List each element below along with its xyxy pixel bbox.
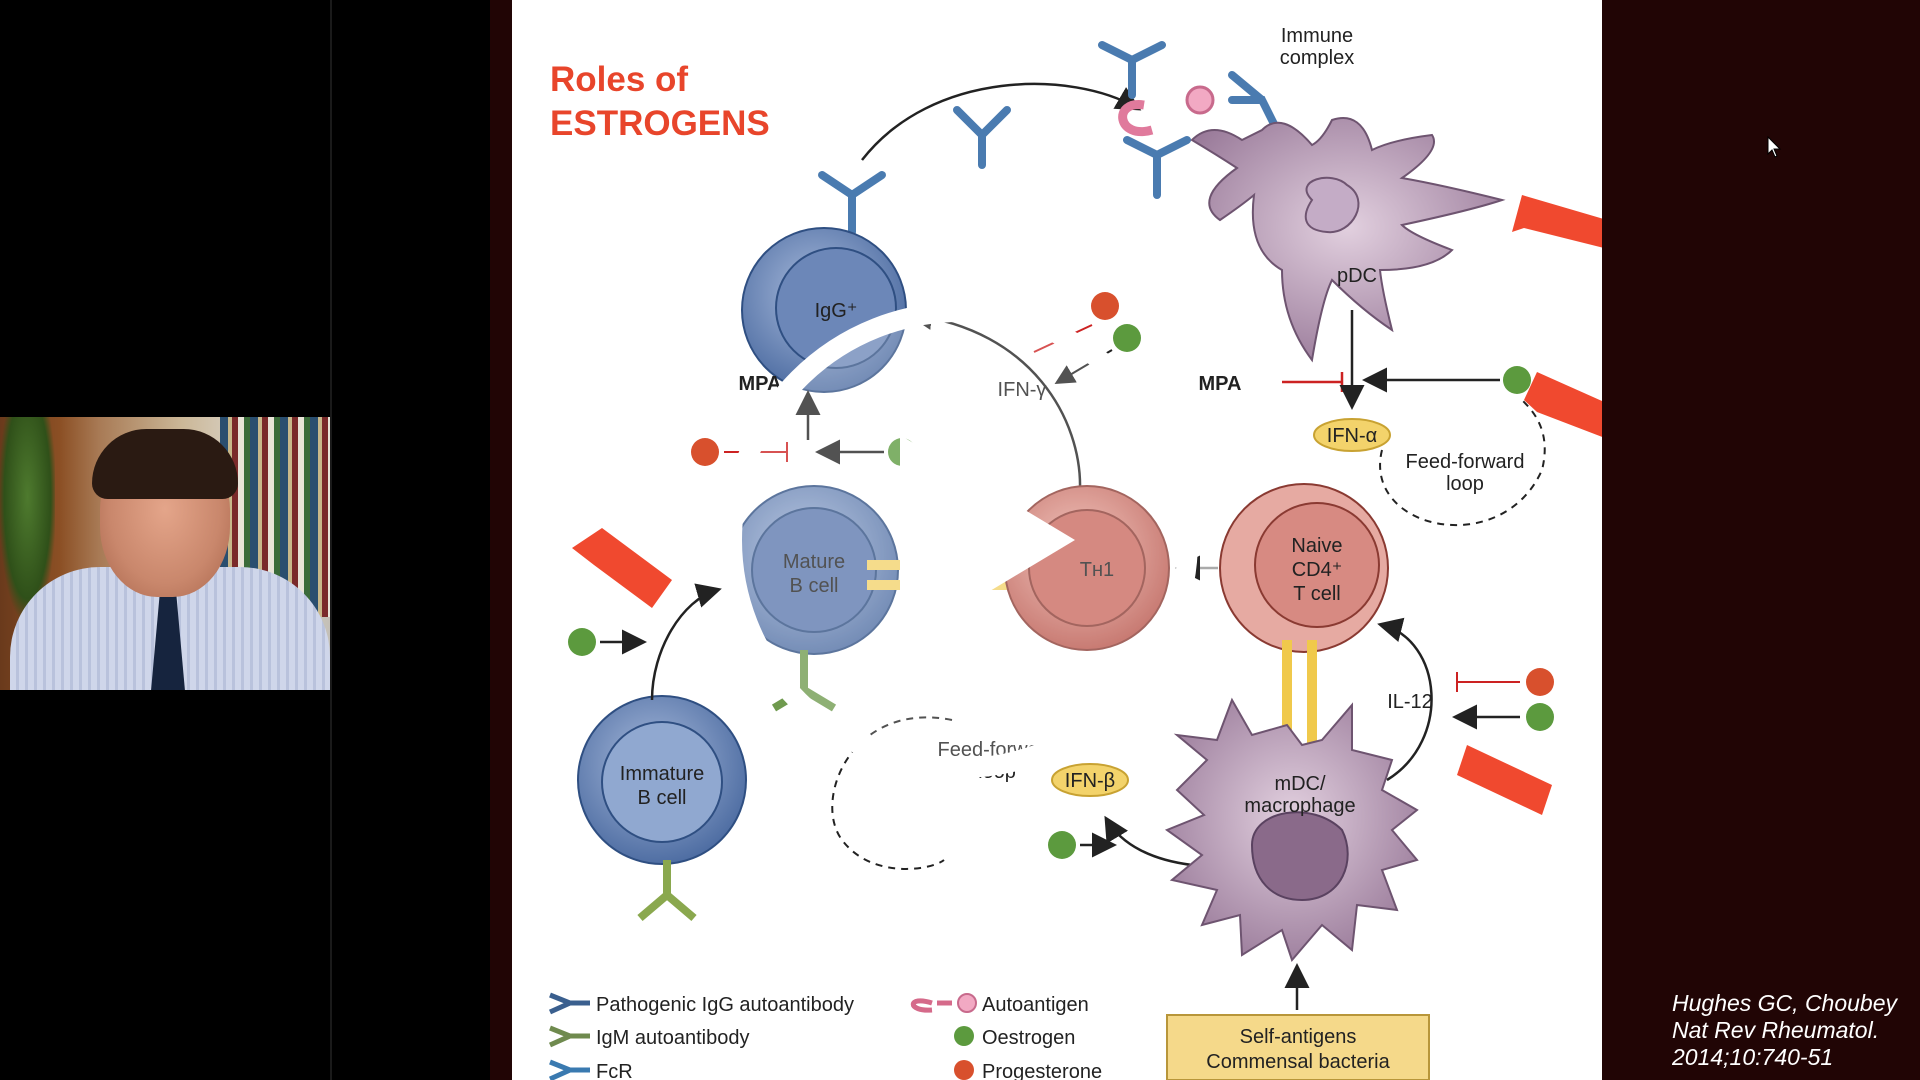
igg-label: IgG⁺ bbox=[815, 300, 858, 322]
citation-line-1: Hughes GC, Choubey bbox=[1672, 990, 1898, 1016]
oestrogen-marker-pdc bbox=[1503, 366, 1531, 394]
naive-label-2: CD4⁺ bbox=[1292, 559, 1343, 581]
legend-igg: Pathogenic IgG autoantibody bbox=[596, 994, 854, 1016]
ifn-beta-label: IFN-β bbox=[1065, 770, 1115, 792]
panel-divider bbox=[330, 0, 332, 1080]
legend-igm: IgM autoantibody bbox=[596, 1027, 749, 1049]
oestrogen-marker-bottom bbox=[1048, 831, 1076, 859]
ifn-gamma-label: IFN-γ bbox=[998, 379, 1047, 401]
progesterone-marker-right bbox=[1526, 668, 1554, 696]
naive-cd4-t-cell: Naive CD4⁺ T cell bbox=[1219, 483, 1389, 653]
naive-label-3: T cell bbox=[1293, 583, 1340, 605]
immature-b-cell: Immature B cell bbox=[577, 695, 747, 865]
mdc-macrophage-cell: mDC/ macrophage bbox=[1164, 697, 1419, 962]
self-antigens-box: Self-antigens Commensal bacteria bbox=[1166, 1014, 1430, 1080]
mature-label-1: Mature bbox=[783, 551, 845, 573]
mature-label-2: B cell bbox=[790, 575, 839, 597]
naive-label-1: Naive bbox=[1291, 535, 1342, 557]
pdc-label: pDC bbox=[1337, 265, 1377, 287]
immature-label-2: B cell bbox=[638, 787, 687, 809]
legend-autoantigen: Autoantigen bbox=[982, 994, 1089, 1016]
immune-complex-label-1: Immune bbox=[1281, 25, 1353, 47]
highlight-arrows bbox=[572, 195, 1602, 815]
arrow-igg-to-complex bbox=[861, 82, 1142, 161]
immune-complex-antibodies bbox=[818, 41, 1281, 236]
oestrogen-marker-top bbox=[1113, 324, 1141, 352]
ifn-alpha-label: IFN-α bbox=[1327, 425, 1377, 447]
mpa-text: MPA bbox=[1199, 373, 1242, 395]
citation-line-3: 2014;10:740-51 bbox=[1672, 1044, 1834, 1070]
autoantigen-shape bbox=[1118, 100, 1154, 137]
oestrogen-marker-right bbox=[1526, 703, 1554, 731]
feed-forward-label-1: Feed-forward bbox=[1406, 451, 1525, 473]
immature-label-1: Immature bbox=[620, 763, 704, 785]
feed-forward-label-2: loop bbox=[1446, 473, 1484, 495]
presentation-slide: Roles of ESTROGENS Immune complex bbox=[512, 0, 1602, 1080]
progesterone-marker-top bbox=[1091, 292, 1119, 320]
immune-complex-label-2: complex bbox=[1280, 47, 1354, 69]
legend-progesterone: Progesterone bbox=[982, 1061, 1102, 1080]
cursor-icon bbox=[1767, 136, 1782, 158]
th1-label: Tʜ1 bbox=[1080, 559, 1114, 581]
mdc-label-2: macrophage bbox=[1244, 795, 1355, 817]
legend: Pathogenic IgG autoantibody IgM autoanti… bbox=[548, 992, 1102, 1080]
pdc-cell: pDC bbox=[1190, 117, 1506, 363]
legend-fcr: FcR bbox=[596, 1061, 633, 1080]
legend-oestrogen: Oestrogen bbox=[982, 1027, 1075, 1049]
ifn-beta-badge bbox=[1051, 763, 1129, 797]
citation: Hughes GC, Choubey Nat Rev Rheumatol. 20… bbox=[1672, 990, 1920, 1071]
progesterone-marker-left bbox=[691, 438, 719, 466]
estrogen-roles-diagram: Immune complex pDC IgG⁺ IFN-γ MPA MPA bbox=[548, 25, 1602, 1080]
arrow-th1-to-igg bbox=[907, 305, 1082, 491]
mdc-label-1: mDC/ bbox=[1274, 773, 1326, 795]
webcam-video-feed[interactable] bbox=[0, 417, 330, 690]
highlight-arrow-pdc bbox=[1512, 195, 1602, 248]
slide-title: Roles of ESTROGENS bbox=[550, 58, 770, 146]
webcam-presenter-hair bbox=[92, 429, 238, 499]
play-icon[interactable] bbox=[715, 295, 1205, 785]
self-antigens-label-1: Self-antigens bbox=[1240, 1026, 1357, 1048]
title-line-2: ESTROGENS bbox=[550, 104, 770, 143]
title-line-1: Roles of bbox=[550, 60, 689, 99]
mature-b-cell: Mature B cell bbox=[729, 485, 899, 655]
il12-label: IL-12 bbox=[1387, 691, 1433, 713]
ifn-alpha-badge bbox=[1313, 418, 1391, 452]
mpa-label: MPA bbox=[739, 373, 782, 395]
citation-line-2: Nat Rev Rheumatol. bbox=[1672, 1017, 1880, 1043]
self-antigens-label-2: Commensal bacteria bbox=[1206, 1051, 1390, 1073]
oestrogen-marker-immature bbox=[568, 628, 596, 656]
